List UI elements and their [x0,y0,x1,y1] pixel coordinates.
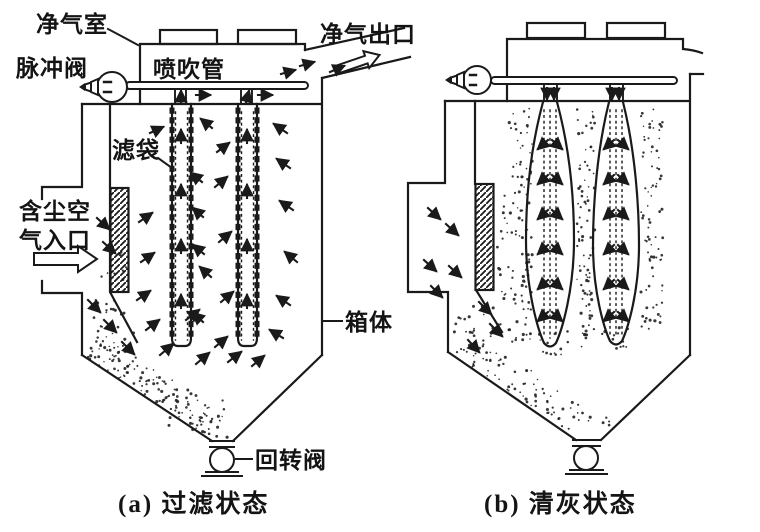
label-blow-pipe: 喷吹管 [153,57,225,82]
inlet-baffle-b [473,99,504,334]
leader-lines-a [106,27,343,460]
blow-pipe-a [125,81,309,105]
label-pulse-valve: 脉冲阀 [16,56,88,81]
flow-arrows-b [422,86,630,354]
rotary-valve-a [201,440,243,477]
clean-air-chamber-b [505,21,705,103]
panel-a-filtering-diagram [33,26,412,477]
inlet-baffle-a [108,102,139,344]
casing-a [40,76,324,443]
label-casing: 箱体 [345,310,393,335]
filter-bag-b1 [524,100,576,348]
caption-panel-b: (b) 清灰状态 [484,491,637,518]
pulse-valve-a [79,71,128,103]
dusty-air-inlet-arrow [33,244,99,274]
blow-pipe-b [490,76,678,102]
dust-dots-a [86,250,229,439]
label-clean-air-chamber: 净气室 [36,12,108,37]
label-rotary-valve: 回转阀 [255,448,327,473]
pulse-valve-b [445,65,492,95]
casing-b [406,72,692,442]
label-dusty-air-inlet: 含尘空 气入口 [19,199,91,253]
flow-arrows-a [86,58,347,369]
label-clean-air-outlet: 净气出口 [320,22,416,47]
filter-bag-a2 [235,102,260,348]
filter-bag-b2 [591,100,641,346]
rotary-valve-b [565,439,608,475]
label-filter-bag: 滤袋 [112,138,160,163]
caption-panel-a: (a) 过滤状态 [118,491,270,518]
panel-b-cleaning-diagram [406,21,705,475]
